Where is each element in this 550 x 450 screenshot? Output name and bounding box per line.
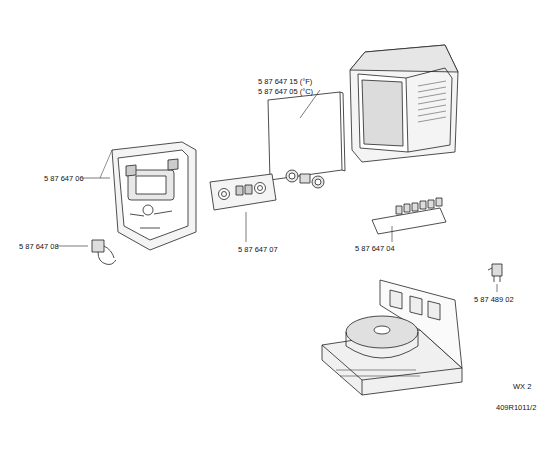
knob-strip	[210, 174, 276, 210]
part-number: 5 87 647 15 (°F)	[258, 78, 312, 86]
part-number: 5 87 647 08	[19, 243, 59, 251]
drawing-note: WX 2	[513, 383, 531, 391]
cable-harness	[92, 240, 116, 265]
part-number: 5 87 647 07	[238, 246, 278, 254]
plug-part	[488, 264, 502, 282]
housing-cover	[350, 45, 458, 162]
base-unit	[322, 280, 462, 395]
part-number: 5 87 647 06	[44, 175, 84, 183]
front-panel	[100, 142, 196, 250]
drawing-note: 409R1011/2	[496, 404, 536, 412]
control-board	[268, 90, 345, 188]
leader-lines	[57, 178, 497, 292]
part-number: 5 87 489 02	[474, 296, 514, 304]
part-number: 5 87 647 04	[355, 245, 395, 253]
part-number: 5 87 647 05 (°C)	[258, 88, 313, 96]
connector-board	[372, 198, 446, 234]
